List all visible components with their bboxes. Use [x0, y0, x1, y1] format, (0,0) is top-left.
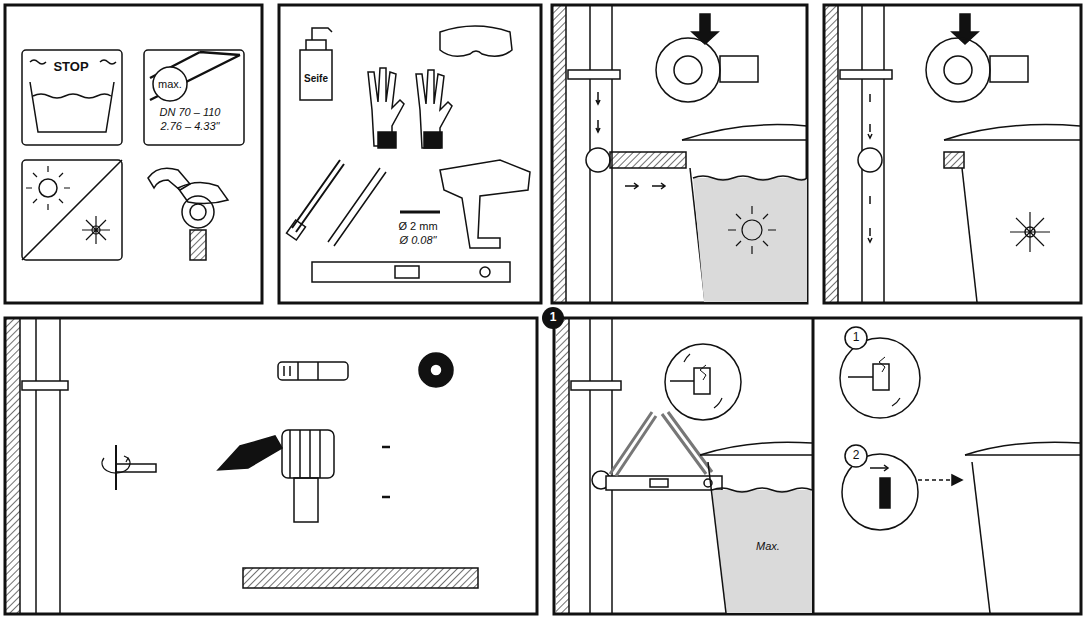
label-text: STOP — [53, 60, 88, 74]
label-text: max. — [158, 78, 182, 90]
label-text: DN 70 – 110 — [160, 106, 221, 118]
label-text: Ø 2 mm — [398, 220, 437, 232]
label-text: Seife — [304, 73, 328, 84]
callout-number: 1 — [853, 331, 860, 344]
callout-number: 1 — [550, 311, 557, 324]
label-text: Ø 0.08" — [400, 234, 437, 246]
callout-number: 2 — [853, 449, 860, 462]
label-text: Max. — [756, 540, 780, 552]
label-text: 2.76 – 4.33" — [161, 120, 220, 132]
